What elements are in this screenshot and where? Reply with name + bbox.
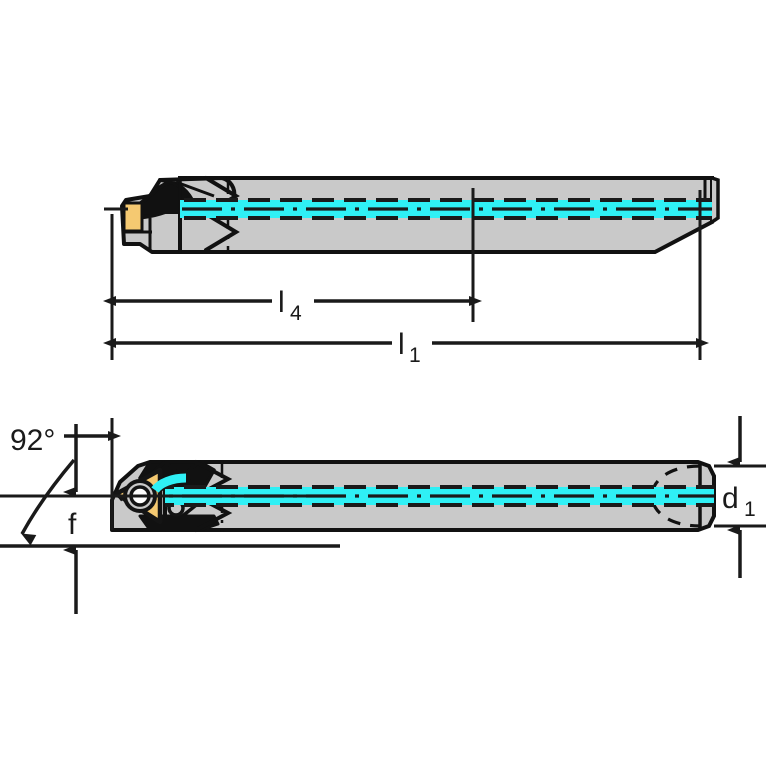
dimension-angle: 92°: [10, 424, 121, 546]
dimension-d1-subscript: 1: [744, 498, 756, 521]
dimension-l4: l 4: [103, 286, 482, 325]
top-view-coolant-channel: [180, 198, 712, 220]
dimension-f-label: f: [68, 508, 77, 541]
dimension-f: f: [63, 424, 78, 614]
top-view: l 4 l 1: [103, 176, 720, 367]
bottom-view-coolant-outlet: [151, 473, 187, 493]
dimension-l1-label: l: [398, 328, 405, 361]
dimension-l1: l 1: [103, 328, 709, 367]
dimension-d1-label: d: [722, 482, 739, 515]
dimension-angle-label: 92°: [10, 424, 55, 457]
top-view-tool-head: [120, 176, 237, 254]
dimension-l4-subscript: 4: [290, 302, 302, 325]
bottom-view-coolant-channel: [165, 485, 714, 507]
dimension-l1-subscript: 1: [409, 344, 421, 367]
dimension-d1: d 1: [714, 416, 766, 578]
bottom-view-rear-hidden-arc: [650, 464, 701, 528]
bottom-view: 92° f d 1: [0, 416, 766, 614]
dimension-l4-label: l: [278, 286, 285, 319]
